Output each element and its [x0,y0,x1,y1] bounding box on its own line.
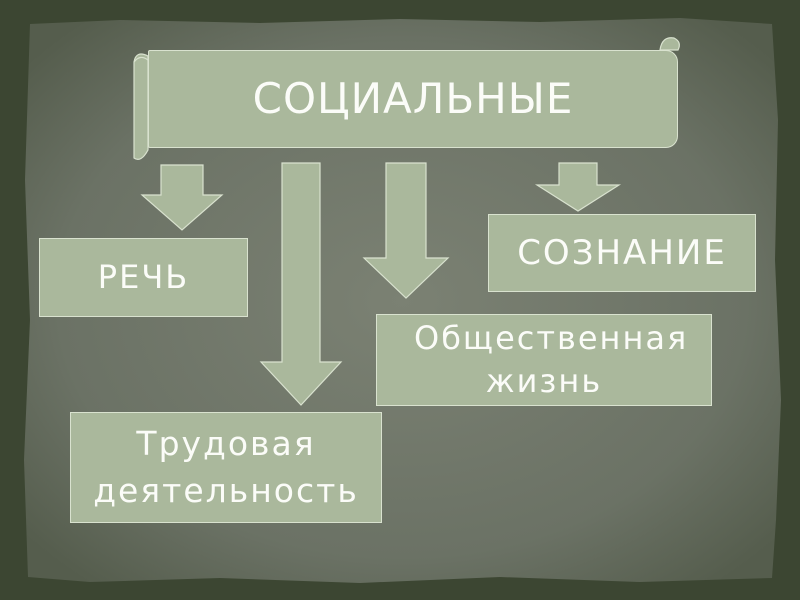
title-box: СОЦИАЛЬНЫЕ [148,50,678,148]
node-social-life: Общественная жизнь [376,314,712,406]
node-labor-label: Трудовая деятельность [93,424,359,510]
title-text: СОЦИАЛЬНЫЕ [252,73,574,123]
node-speech: РЕЧЬ [39,238,248,317]
node-speech-label: РЕЧЬ [97,258,190,297]
node-labor: Трудовая деятельность [70,412,382,523]
node-consciousness: СОЗНАНИЕ [488,214,756,292]
node-social-life-label: Общественная жизнь [414,318,689,400]
node-consciousness-label: СОЗНАНИЕ [517,232,727,273]
